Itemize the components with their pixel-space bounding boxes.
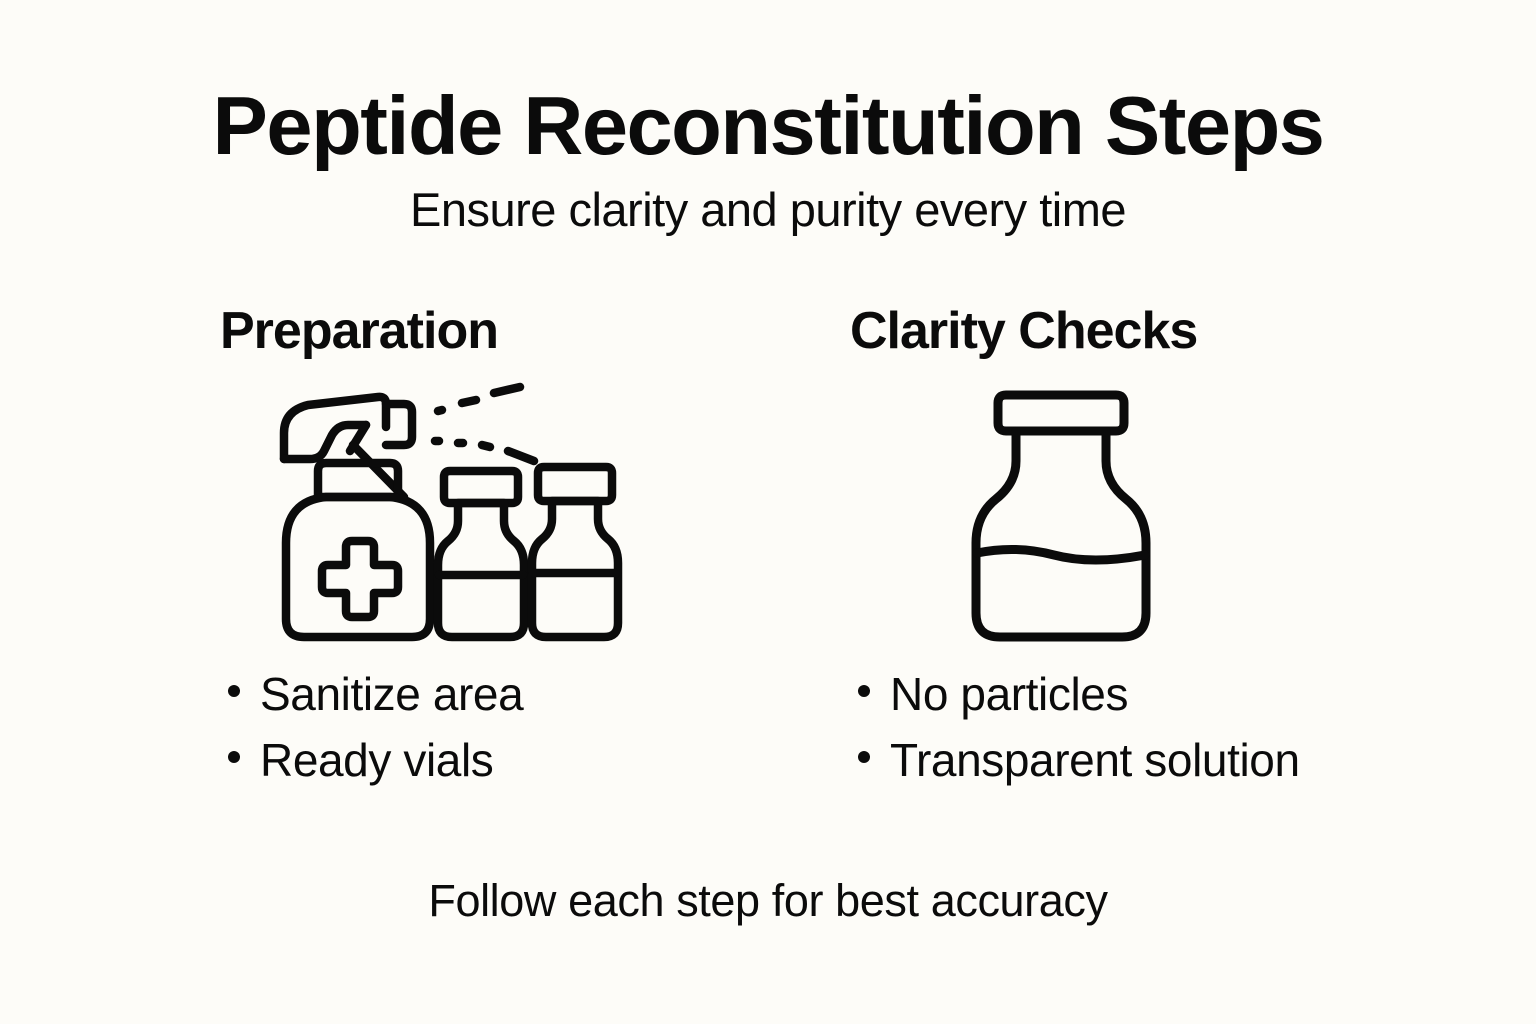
clarity-bullet-list: No particles Transparent solution (820, 661, 1440, 793)
mist-dash-3 (489, 382, 525, 398)
preparation-bullet-list: Sanitize area Ready vials (190, 661, 810, 793)
spray-head-underside (279, 420, 371, 464)
mist-dash-1 (433, 405, 447, 416)
bullet-dot-icon (858, 685, 870, 697)
mist-dash-6 (477, 440, 495, 452)
vial-b-body (527, 496, 623, 642)
vial-a-body (433, 498, 529, 642)
vial-a-cap (439, 466, 523, 508)
column-heading-clarity-checks: Clarity Checks (850, 302, 1198, 360)
bullet-dot-icon (228, 751, 240, 763)
list-item: No particles (858, 661, 1440, 727)
list-item-label: Transparent solution (890, 734, 1300, 786)
spray-nozzle-block (381, 399, 417, 450)
preparation-illustration (279, 382, 623, 642)
medical-cross-icon (317, 536, 403, 622)
liquid-vial-icon (971, 390, 1151, 642)
column-preparation: Preparation (190, 305, 810, 793)
list-item: Sanitize area (228, 661, 810, 727)
spray-mist-icon (430, 382, 539, 466)
page-title: Peptide Reconstitution Steps (212, 79, 1325, 172)
list-item: Ready vials (228, 727, 810, 793)
vial-body (971, 426, 1151, 642)
vial-liquid-level-line (972, 544, 1150, 565)
vial-cap (993, 390, 1129, 436)
spray-bottle-body (281, 492, 435, 642)
vial-b-cap (533, 462, 617, 506)
page-subtitle: Ensure clarity and purity every time (409, 183, 1127, 236)
list-item-label: No particles (890, 668, 1129, 720)
column-clarity-checks: Clarity Checks No particles Tr (820, 305, 1440, 793)
mist-dash-2 (457, 395, 481, 408)
footer-note: Follow each step for best accuracy (428, 875, 1108, 926)
bullet-dot-icon (228, 685, 240, 697)
list-item: Transparent solution (858, 727, 1440, 793)
column-heading-preparation: Preparation (220, 302, 499, 360)
bullet-dot-icon (858, 751, 870, 763)
mist-dash-7 (503, 446, 539, 466)
vial-pair-icon (433, 462, 623, 642)
clarity-icon-group (820, 375, 1440, 655)
list-item-label: Ready vials (260, 734, 494, 786)
preparation-icon-group (190, 375, 810, 655)
list-item-label: Sanitize area (260, 668, 524, 720)
clarity-illustration (971, 390, 1151, 642)
